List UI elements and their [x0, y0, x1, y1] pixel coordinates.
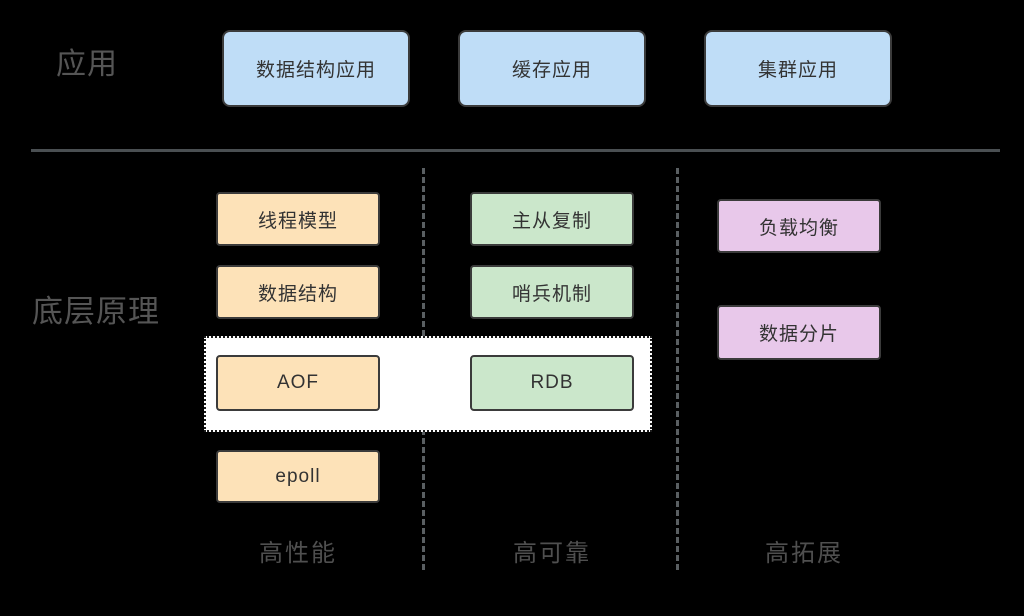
principle-node-epoll[interactable]: epoll [216, 450, 380, 503]
principle-node-master-slave-replication[interactable]: 主从复制 [470, 192, 634, 246]
column-footer-high-performance: 高性能 [259, 540, 337, 567]
row-label-application: 应用 [56, 48, 118, 81]
principle-node-aof[interactable]: AOF [216, 355, 380, 411]
app-node-cache[interactable]: 缓存应用 [458, 30, 646, 107]
principle-node-thread-model[interactable]: 线程模型 [216, 192, 380, 246]
app-node-cluster[interactable]: 集群应用 [704, 30, 892, 107]
principle-node-rdb[interactable]: RDB [470, 355, 634, 411]
principle-node-sentinel[interactable]: 哨兵机制 [470, 265, 634, 319]
column-footer-high-reliability: 高可靠 [513, 540, 591, 567]
app-node-data-structure[interactable]: 数据结构应用 [222, 30, 410, 107]
column-footer-high-scalability: 高拓展 [765, 540, 843, 567]
principle-node-data-sharding[interactable]: 数据分片 [717, 305, 881, 360]
principle-node-data-structure[interactable]: 数据结构 [216, 265, 380, 319]
principle-node-load-balancing[interactable]: 负载均衡 [717, 199, 881, 253]
section-divider [31, 149, 1000, 152]
row-label-underlying-principles: 底层原理 [32, 294, 160, 329]
column-divider-2 [676, 168, 679, 570]
